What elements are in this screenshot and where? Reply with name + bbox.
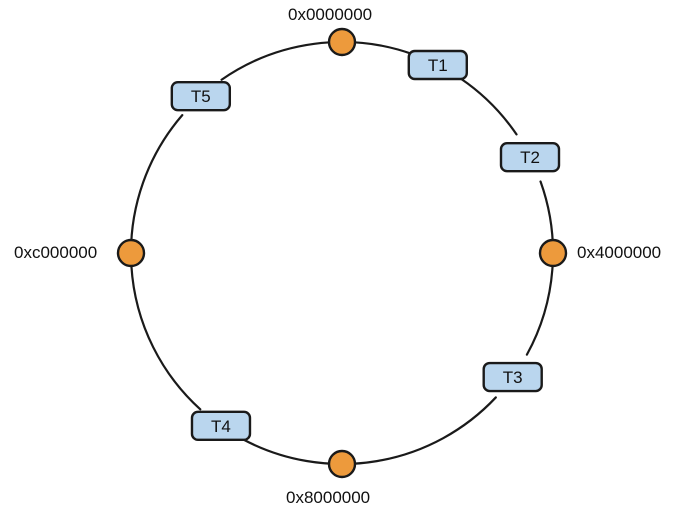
- node-t4[interactable]: T4: [190, 410, 252, 442]
- address-label-top: 0x0000000: [288, 5, 373, 24]
- node-t2-label: T2: [520, 148, 540, 167]
- node-t3-label: T3: [503, 368, 523, 387]
- node-t5[interactable]: T5: [170, 80, 232, 112]
- node-t5-label: T5: [191, 87, 211, 106]
- node-t4-box[interactable]: [190, 410, 252, 442]
- ring-arc-segment: [220, 40, 415, 81]
- node-t3[interactable]: T3: [482, 361, 543, 393]
- address-label-left: 0xc000000: [14, 243, 98, 262]
- address-marker-group: [116, 27, 568, 479]
- node-t5-box[interactable]: [170, 80, 232, 112]
- node-t3-box[interactable]: [482, 361, 543, 393]
- address-marker-bottom[interactable]: [327, 449, 357, 479]
- node-t1-label: T1: [428, 56, 448, 75]
- node-t1-box[interactable]: [407, 49, 468, 81]
- node-t2-box[interactable]: [499, 142, 561, 173]
- address-marker-left[interactable]: [116, 238, 146, 268]
- ring-arc-segment: [459, 77, 518, 136]
- node-t4-label: T4: [211, 417, 231, 436]
- ring-arc-segment: [525, 180, 555, 356]
- address-label-bottom: 0x8000000: [286, 488, 371, 507]
- address-marker-right[interactable]: [538, 238, 568, 268]
- node-t2[interactable]: T2: [499, 142, 561, 173]
- address-label-right: 0x4000000: [577, 243, 662, 262]
- node-t1[interactable]: T1: [407, 49, 468, 81]
- ring-arc-segment: [242, 396, 497, 466]
- address-marker-top[interactable]: [327, 27, 357, 57]
